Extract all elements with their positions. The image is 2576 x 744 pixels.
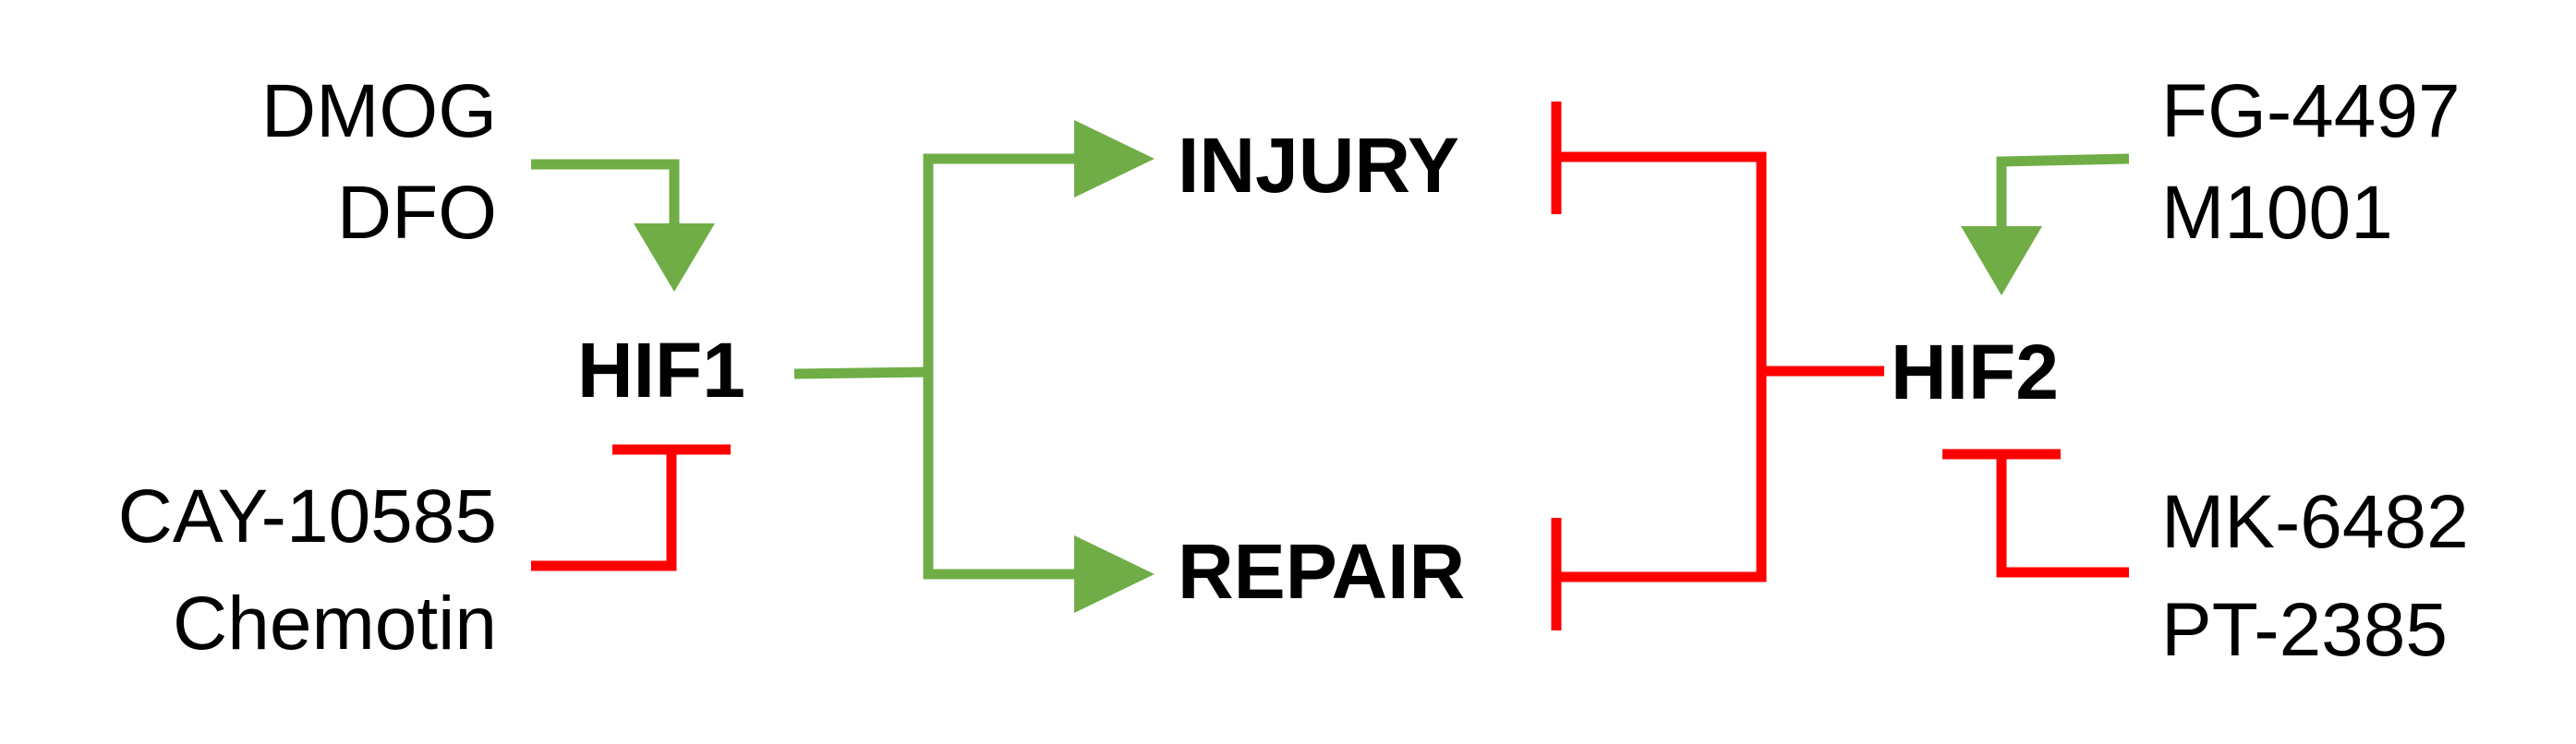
node-label-hif1: HIF1 [577,327,745,414]
drug-label-cay-10585: CAY-10585 [118,474,497,558]
drug-label-mk-6482: MK-6482 [2161,480,2469,564]
drug-label-fg-4497: FG-4497 [2161,69,2461,153]
drug-label-dfo: DFO [337,171,497,255]
hif2-inhibition-line [1942,449,2129,578]
drug-label-dmog: DMOG [261,69,497,153]
drug-label-chemotin: Chemotin [173,582,497,666]
hif1-activation-arrow [531,159,715,292]
hif2-outputs-inhibition [1551,102,1884,630]
node-label-repair: REPAIR [1178,528,1465,615]
drug-label-m1001: M1001 [2161,171,2393,255]
node-label-hif2: HIF2 [1891,329,2059,415]
hif1-outputs-arrows [793,120,1155,613]
hif2-activation-arrow [1961,153,2130,295]
node-label-injury: INJURY [1178,122,1459,209]
drug-label-pt-2385: PT-2385 [2161,588,2448,672]
hif1-inhibition-line [531,444,731,571]
